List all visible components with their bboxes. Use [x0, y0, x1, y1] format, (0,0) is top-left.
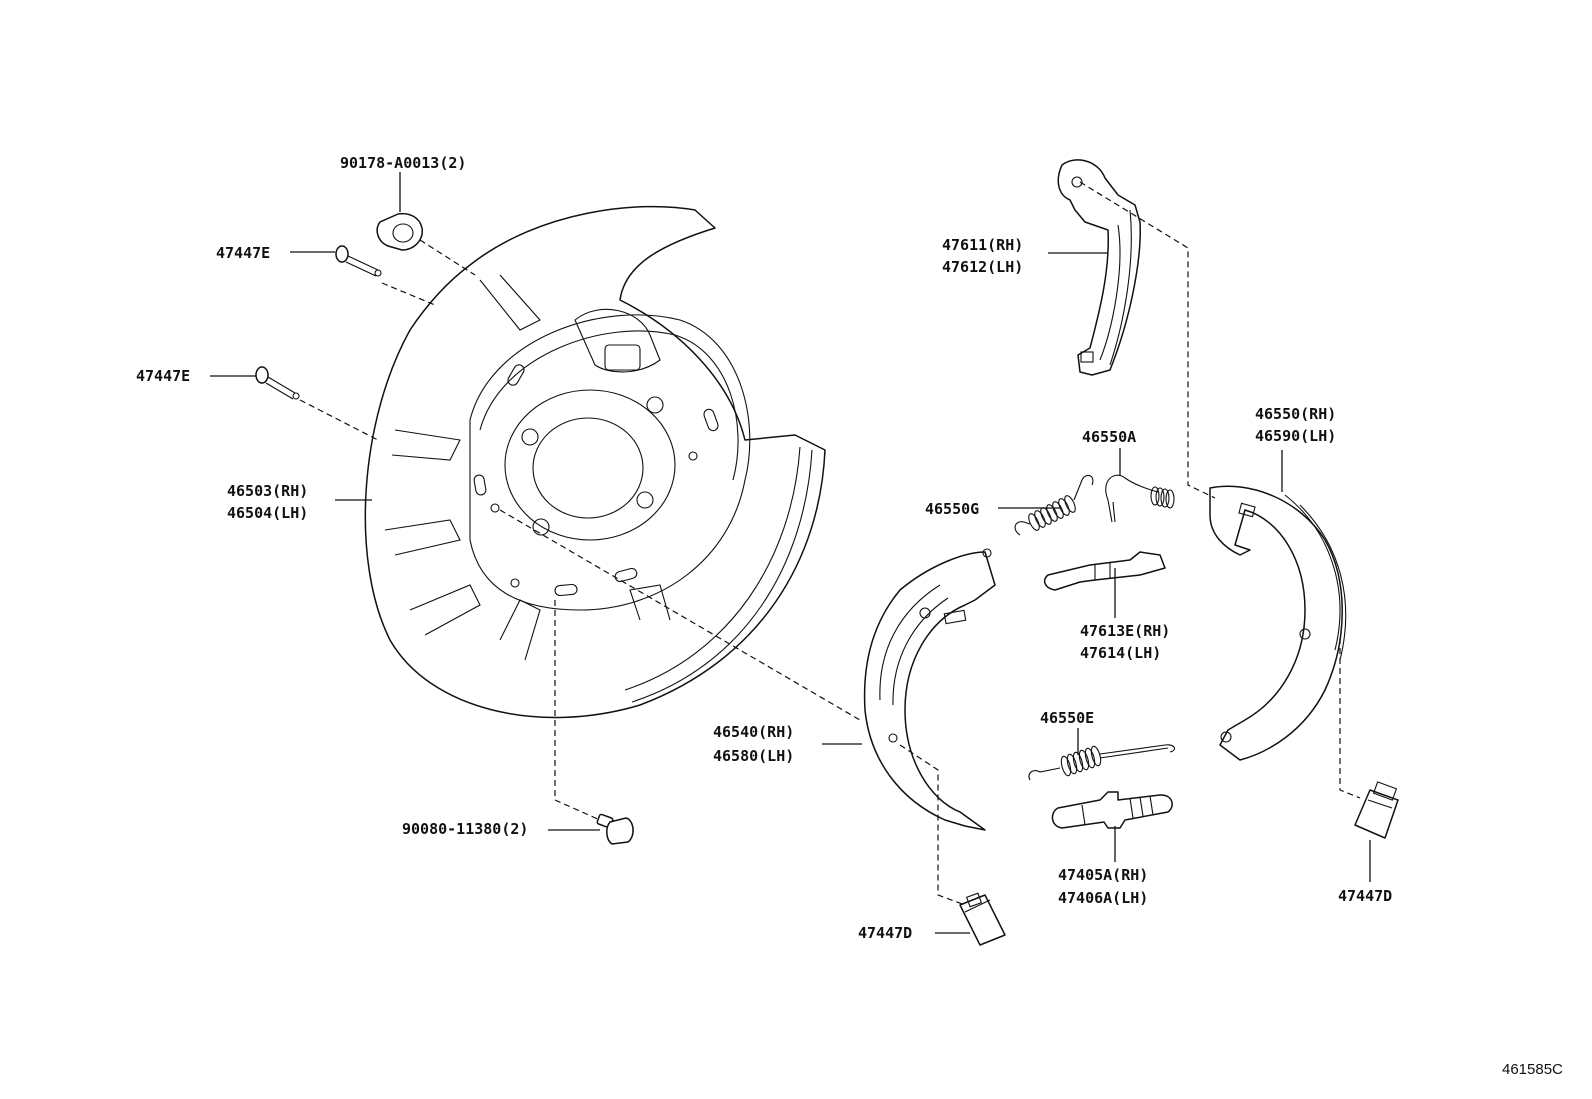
label-rear-shoe-rh: 46550(RH) — [1255, 405, 1336, 423]
label-backing-plate-rh: 46503(RH) — [227, 482, 308, 500]
label-cup-47447d-right: 47447D — [1338, 887, 1392, 905]
cup-47447d-left[interactable] — [959, 892, 1006, 946]
adjuster[interactable] — [1051, 791, 1173, 829]
backing-plate[interactable] — [364, 205, 826, 719]
spring-46550e[interactable] — [1028, 744, 1176, 781]
label-front-shoe-rh: 46540(RH) — [713, 723, 794, 741]
label-spring-46550e: 46550E — [1040, 709, 1094, 727]
label-spring-46550g: 46550G — [925, 500, 979, 518]
pin-47447e-top[interactable] — [335, 245, 382, 277]
label-pin-47447e-mid: 47447E — [136, 367, 190, 385]
label-adjuster-lh: 47406A(LH) — [1058, 889, 1148, 907]
label-clip-90178: 90178-A0013(2) — [340, 154, 466, 172]
leader-lines — [210, 172, 1371, 934]
label-strut-lh: 47614(LH) — [1080, 644, 1161, 662]
label-cup-47447d-left: 47447D — [858, 924, 912, 942]
spring-46550a[interactable] — [1105, 474, 1175, 523]
clip-90178[interactable] — [376, 212, 423, 251]
strut[interactable] — [1043, 551, 1166, 591]
parking-brake-lever[interactable] — [1057, 159, 1141, 376]
bolt-90080[interactable] — [596, 813, 634, 845]
front-brake-shoe[interactable] — [863, 548, 996, 831]
label-lever-rh: 47611(RH) — [942, 236, 1023, 254]
label-pin-47447e-top: 47447E — [216, 244, 270, 262]
cup-47447d-right[interactable] — [1354, 781, 1399, 839]
label-rear-shoe-lh: 46590(LH) — [1255, 427, 1336, 445]
rear-brake-shoe[interactable] — [1209, 485, 1347, 761]
label-backing-plate-lh: 46504(LH) — [227, 504, 308, 522]
spring-46550g[interactable] — [1014, 474, 1094, 536]
label-lever-lh: 47612(LH) — [942, 258, 1023, 276]
pin-47447e-mid[interactable] — [255, 366, 300, 400]
callout-labels: 90178-A0013(2) 47447E 47447E 46503(RH) 4… — [136, 154, 1563, 1078]
label-adjuster-rh: 47405A(RH) — [1058, 866, 1148, 884]
figure-id: 461585C — [1502, 1061, 1563, 1078]
label-strut-rh: 47613E(RH) — [1080, 622, 1170, 640]
label-spring-46550a: 46550A — [1082, 428, 1136, 446]
install-lines — [299, 181, 1361, 906]
label-front-shoe-lh: 46580(LH) — [713, 747, 794, 765]
label-bolt-90080: 90080-11380(2) — [402, 820, 528, 838]
